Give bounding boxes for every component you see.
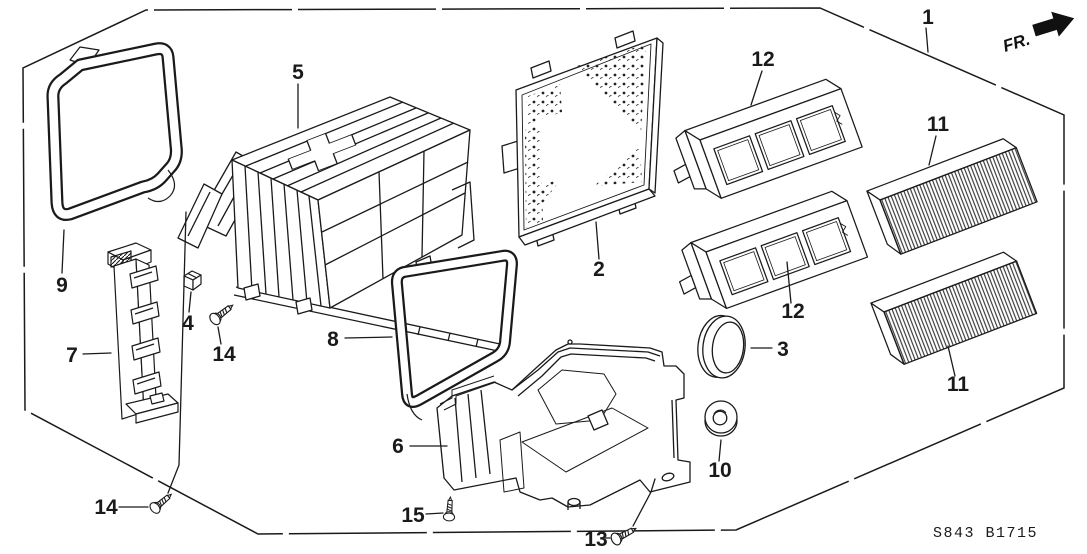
callout-14-lower: 14: [94, 496, 118, 519]
callout-12-upper: 12: [751, 48, 774, 71]
part-4-clip: [183, 270, 202, 291]
callout-13: 13: [584, 528, 607, 551]
callout-11-upper: 11: [927, 113, 950, 136]
callout-5: 5: [292, 61, 304, 84]
part-9-gasket-seal: [46, 42, 183, 221]
callout-4: 4: [182, 312, 194, 335]
callout-6: 6: [392, 435, 404, 458]
fr-label: FR.: [1001, 30, 1033, 56]
part-15-screw: [442, 496, 457, 522]
callout-2: 2: [593, 258, 605, 281]
part-13-screw: [608, 522, 640, 548]
part-14-screw-lower: [147, 489, 176, 516]
part-2-perforated-plate: [501, 30, 664, 247]
part-12-filter-frame-lower: [678, 190, 869, 310]
callout-14-upper: 14: [212, 343, 236, 366]
callout-11-lower: 11: [947, 373, 970, 396]
callout-15: 15: [401, 504, 425, 527]
part-12-filter-frame-upper: [673, 78, 863, 199]
callout-1: 1: [922, 6, 934, 29]
part-11-filter-element-lower: [870, 251, 1038, 365]
callout-9: 9: [56, 274, 68, 297]
fr-arrow-icon: [1032, 11, 1075, 37]
callout-7: 7: [66, 344, 78, 367]
part-11-filter-element-upper: [866, 138, 1038, 255]
part-10-grommet: [704, 400, 738, 437]
part-8-gasket-seal: [390, 249, 518, 421]
callout-10: 10: [708, 459, 731, 482]
part-6-lower-case: [436, 339, 691, 510]
assembly-boundary-border: [22, 7, 1065, 535]
callout-leader-lines: [61, 27, 956, 539]
part-3-oval-seal: [697, 314, 746, 379]
part-14-screw-upper: [207, 299, 238, 328]
callout-8: 8: [327, 328, 339, 351]
fr-direction-indicator: FR.: [1001, 11, 1075, 56]
callout-12-lower: 12: [781, 300, 804, 323]
diagram-code: S843 B1715: [933, 525, 1038, 542]
callout-3: 3: [777, 338, 789, 361]
part-7-vertical-bracket: [107, 242, 179, 424]
part-5-heater-unit-case: [177, 96, 501, 352]
